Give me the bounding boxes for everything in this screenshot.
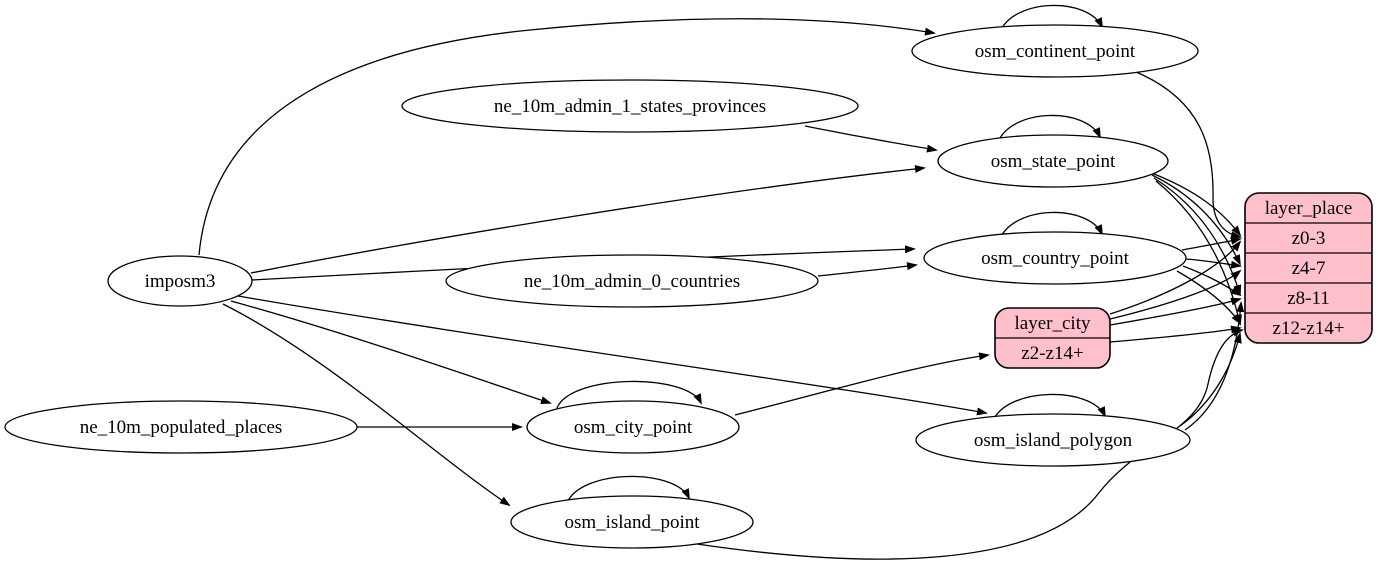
node-ne_10m_populated_places: ne_10m_populated_places [4, 400, 358, 454]
layer_place-box [1244, 192, 1373, 344]
edge-layer_city-to-layer_place-z0-3 [1109, 240, 1242, 315]
node-osm_city_point: osm_city_point [526, 400, 740, 454]
edge-imposm3-to-osm_city_point [230, 300, 552, 404]
self-loop-osm_island_point [566, 475, 690, 504]
edge-osm_island_polygon-to-layer_place-z8-11 [1184, 301, 1245, 431]
record-layer_place: layer_place z0-3 z4-7 z8-11 z12-z14+ [1244, 192, 1373, 344]
edge-layer [198, 4, 1245, 560]
layer_place-row-label-z0-3: z0-3 [1292, 228, 1326, 249]
edge-imposm3-to-osm_island_polygon [237, 295, 988, 416]
self-loop-osm_country_point [999, 211, 1103, 240]
ne_10m_admin_0_countries-label: ne_10m_admin_0_countries [524, 271, 740, 292]
edge-osm_state_point-to-layer_place-z4-7 [1151, 174, 1241, 266]
imposm3-label: imposm3 [145, 271, 216, 292]
imposm3-shape [107, 255, 253, 307]
layer_place-header-label: layer_place [1265, 198, 1353, 219]
layer_place-row-label-z4-7: z4-7 [1292, 258, 1326, 279]
osm_island_point-label: osm_island_point [564, 512, 700, 533]
self-loop-osm_island_polygon [992, 393, 1106, 422]
node-ne_10m_admin_0_countries: ne_10m_admin_0_countries [445, 254, 819, 308]
node-osm_island_polygon: osm_island_polygon [915, 413, 1191, 467]
osm_country_point-shape [923, 231, 1187, 285]
edge-ne_10m_admin_0_countries-to-osm_country_point [817, 262, 918, 277]
record-layer_city: layer_city z2-z14+ [994, 307, 1111, 369]
osm_island_polygon-label: osm_island_polygon [974, 430, 1133, 451]
node-osm_continent_point: osm_continent_point [911, 24, 1199, 78]
edge-osm_continent_point-to-layer_place-z0-3 [1135, 71, 1242, 240]
ne_10m_admin_1_states_provinces-label: ne_10m_admin_1_states_provinces [494, 96, 766, 117]
edge-imposm3-to-osm_state_point [250, 164, 926, 274]
osm_continent_point-shape [911, 24, 1199, 78]
node-osm_country_point: osm_country_point [923, 231, 1187, 285]
edge-osm_country_point-to-layer_place-z0-3 [1181, 236, 1242, 251]
osm_island_point-shape [510, 495, 754, 549]
node-ne_10m_admin_1_states_provinces: ne_10m_admin_1_states_provinces [401, 79, 859, 133]
osm_continent_point-label: osm_continent_point [975, 41, 1136, 62]
osm_country_point-label: osm_country_point [981, 248, 1129, 269]
osm_city_point-label: osm_city_point [574, 417, 693, 438]
edge-layer_city-to-layer_place-z12-z14+ [1109, 325, 1242, 343]
edge-osm_island_point-to-layer_place-z12-z14+ [696, 328, 1244, 560]
ne_10m_admin_0_countries-shape [445, 254, 819, 308]
edge-osm_state_point-to-layer_place-z12-z14+ [1155, 180, 1242, 326]
edge-imposm3-to-osm_continent_point [198, 18, 936, 256]
ne_10m_admin_1_states_provinces-shape [401, 79, 859, 133]
osm_state_point-shape [937, 134, 1169, 188]
edge-imposm3-to-osm_island_point [222, 303, 511, 507]
osm_island_polygon-shape [915, 413, 1191, 467]
edge-osm_island_polygon-to-layer_place-z12-z14+ [1179, 332, 1242, 427]
edge-osm_state_point-to-layer_place-z0-3 [1148, 171, 1242, 237]
ne_10m_populated_places-label: ne_10m_populated_places [80, 417, 283, 438]
self-loop-osm_state_point [997, 114, 1101, 143]
edge-osm_country_point-to-layer_place-z8-11 [1182, 265, 1242, 297]
node-osm_state_point: osm_state_point [937, 134, 1169, 188]
layer_place-row-label-z8-11: z8-11 [1287, 288, 1330, 309]
edge-layer_city-to-layer_place-z4-7 [1109, 269, 1242, 320]
layer_place-row-label-z12-z14+: z12-z14+ [1273, 318, 1345, 339]
edge-osm_country_point-to-layer_place-z12-z14+ [1176, 270, 1242, 325]
self-loop-osm_continent_point [999, 4, 1103, 33]
edge-ne_10m_admin_1_states_provinces-to-osm_state_point [804, 125, 938, 153]
edge-osm_state_point-to-layer_place-z8-11 [1153, 177, 1242, 296]
osm_state_point-label: osm_state_point [991, 151, 1116, 172]
self-loop-osm_city_point [556, 380, 702, 409]
ne_10m_populated_places-shape [4, 400, 358, 454]
edge-osm_country_point-to-layer_place-z4-7 [1185, 258, 1242, 269]
node-imposm3: imposm3 [107, 255, 253, 307]
node-osm_island_point: osm_island_point [510, 495, 754, 549]
layer_city-row-label-z2-z14+: z2-z14+ [1021, 343, 1083, 364]
edge-osm_city_point-to-layer_city-z2-z14+ [734, 352, 990, 416]
layer_city-header-label: layer_city [1015, 313, 1091, 334]
osm_city_point-shape [526, 400, 740, 454]
edge-layer_city-to-layer_place-z8-11 [1109, 297, 1242, 326]
